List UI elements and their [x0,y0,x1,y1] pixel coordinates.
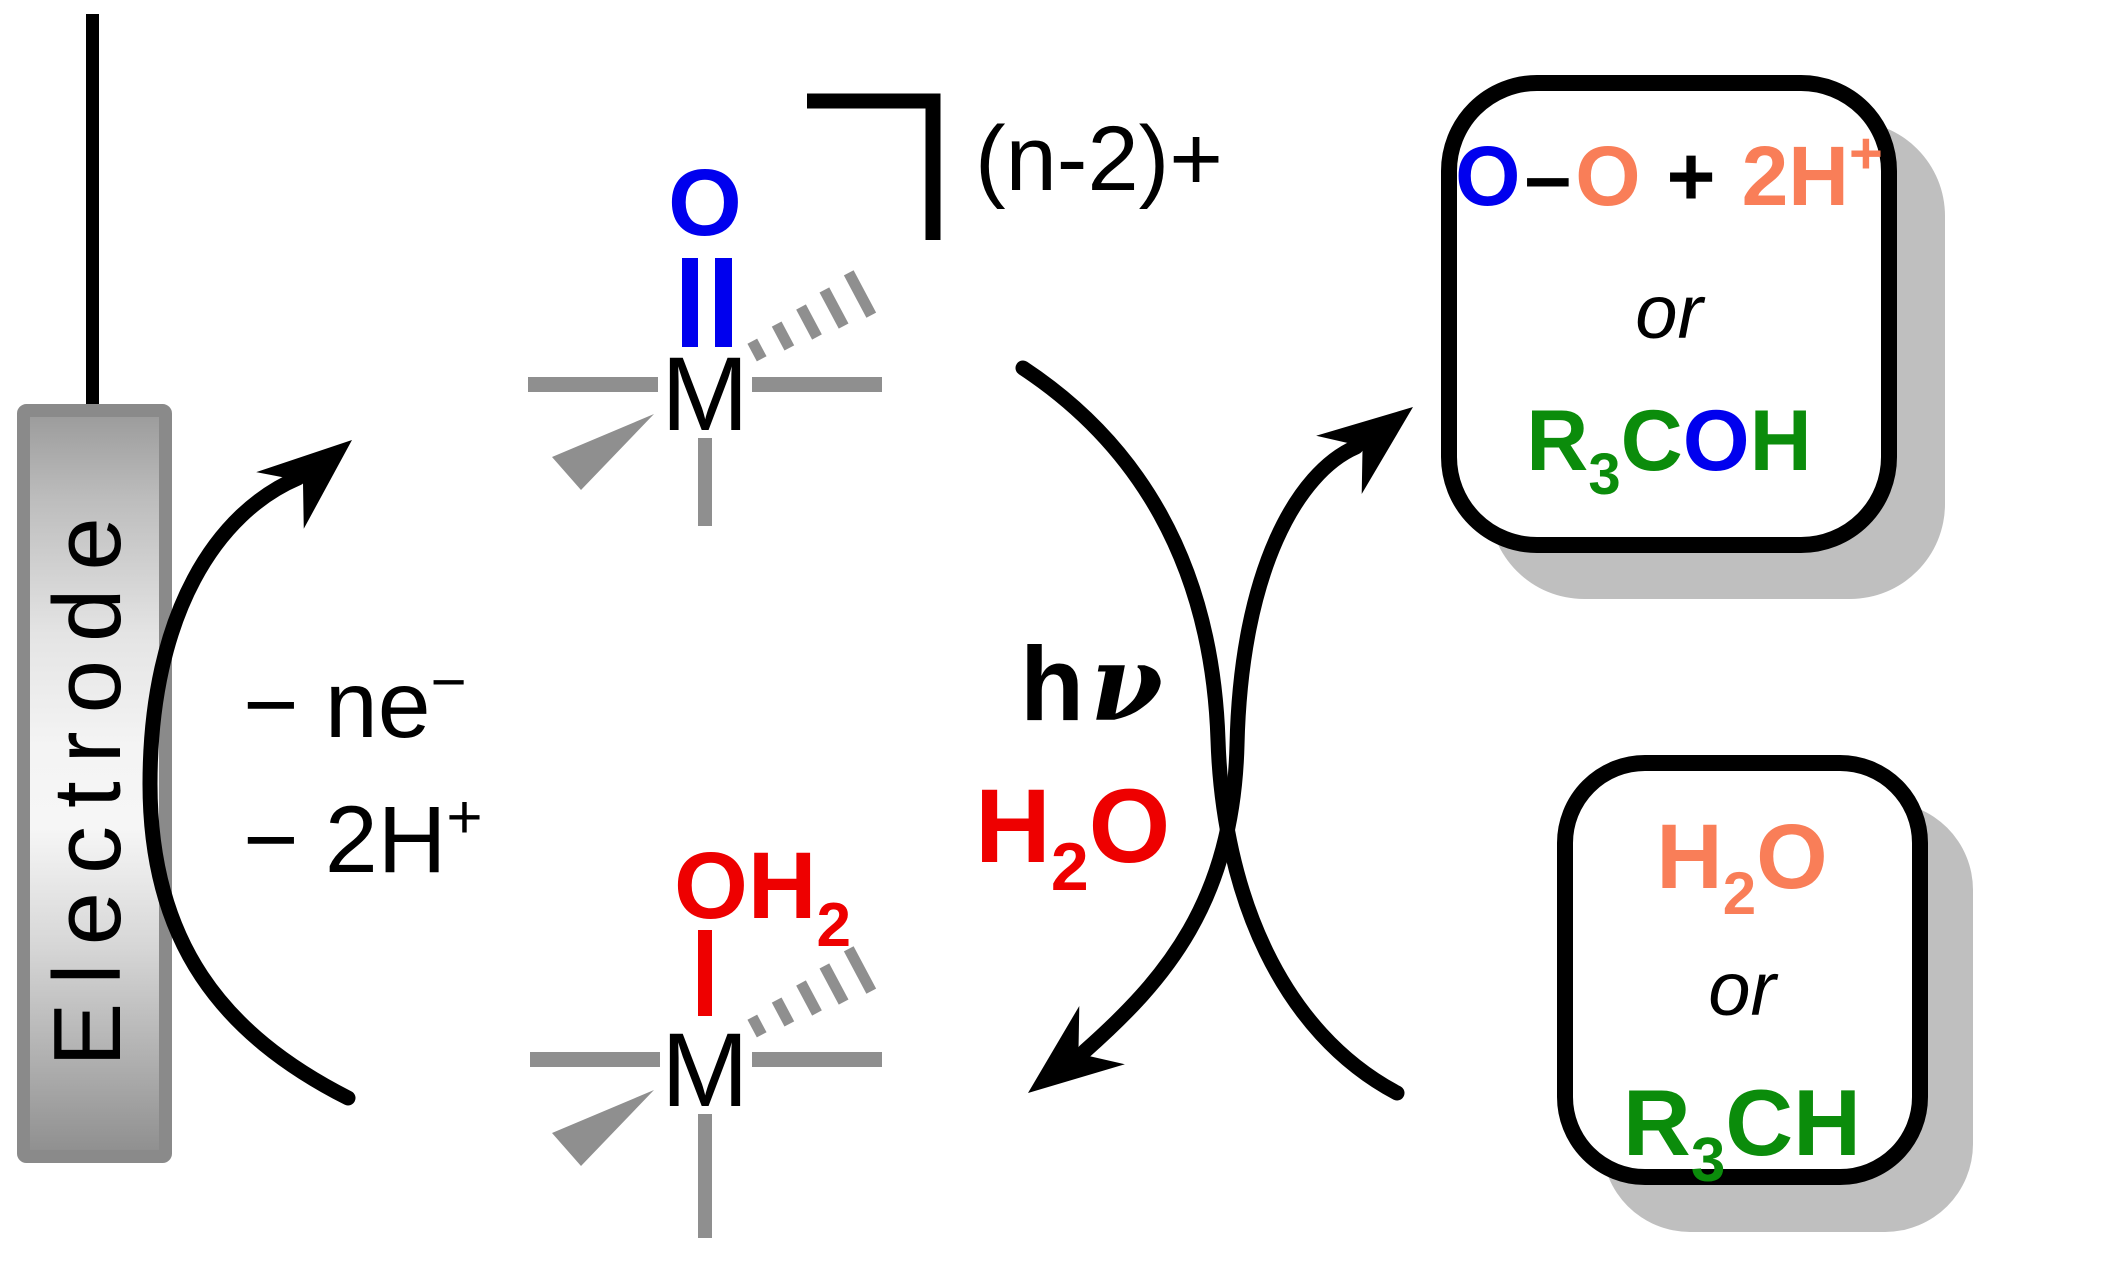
ligand-wedge-bond [552,1090,654,1166]
oxo-oxygen-label: O [668,150,742,256]
electron-loss-label: − ne− [243,648,467,758]
aqua-metal-label: M [661,1012,748,1129]
ligand-bond-left [530,1052,660,1067]
ligand-bond-right [752,377,882,392]
product-box-frame [1441,75,1897,553]
water-reactant-label: H2O [975,768,1170,905]
electrochemical-cycle: − ne− − 2H+ [142,440,483,1106]
peroxide-proton-line: O–O+2H+ [1455,121,1883,223]
product-box: O–O+2H+ or R3COH [1441,75,1945,599]
cycle-arrowhead-icon [256,440,352,529]
charge-label: (n-2)+ [975,108,1223,210]
oxo-metal-label: M [661,336,748,453]
substrate-water-line: H2O [1656,806,1827,927]
product-crossover-line [1077,439,1364,1059]
single-bond-bar [698,930,712,1016]
substrate-or-label: or [1708,947,1778,1032]
reactant-crossover-line [1015,360,1405,1101]
oxo-complex: O M (n-2)+ [528,93,1223,526]
alkane-line: R3CH [1623,1070,1861,1195]
ligand-bond-left [528,377,658,392]
ligand-hash-bond [747,946,877,1038]
product-or-label: or [1635,270,1705,355]
photoreaction-labels: hν H2O [975,621,1170,905]
double-bond-bar-right [715,258,732,347]
photon-label: hν [1020,621,1163,745]
substrate-box-frame [1557,755,1928,1185]
substrate-box: H2O or R3CH [1557,755,1973,1232]
crossing-arrows [1015,360,1413,1101]
electrode: Electrode [17,14,172,1163]
electrode-label: Electrode [34,499,141,1067]
ligand-hash-bond [747,270,877,362]
alcohol-line: R3COH [1526,393,1812,507]
charge-bracket [807,93,941,240]
proton-loss-label: − 2H+ [243,783,483,893]
aqua-ligand-label: OH2 [674,833,851,960]
double-bond-bar-left [682,258,698,347]
product-arrowhead-icon [1316,407,1413,495]
ligand-bond-down [698,438,712,526]
electrode-body [17,404,172,1163]
catalyst-return-arrowhead-icon [1028,1005,1125,1093]
cycle-arc [142,470,356,1106]
electrode-wire [86,14,99,411]
ligand-bond-down [698,1114,712,1238]
aqua-complex: OH2 M [530,833,882,1238]
ligand-bond-right [752,1052,882,1067]
ligand-wedge-bond [552,414,654,490]
